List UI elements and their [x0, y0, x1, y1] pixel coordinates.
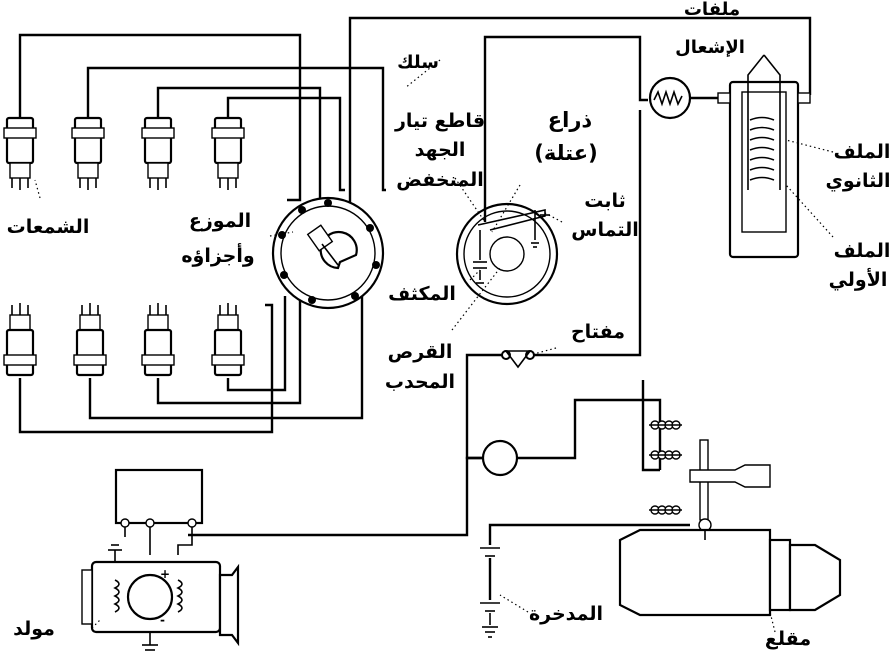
generator: + - [81, 544, 240, 651]
label-switch: مفتاح [571, 321, 625, 343]
label-spark-plugs: الشمعات [7, 216, 90, 238]
voltage-regulator [114, 468, 204, 555]
label-cam-1: القرص [388, 341, 453, 363]
label-contact-1: ثابت [584, 190, 626, 212]
distributor [271, 196, 385, 310]
labels: ملفات الإشعال سلك قاطع تيار الجهد المنخف… [7, 0, 891, 650]
label-low-voltage-2: المنخفض [396, 169, 483, 191]
label-distributor-2: وأجزاؤه [181, 243, 254, 267]
spark-plug [211, 116, 245, 190]
spark-plug [73, 303, 107, 377]
label-generator: مولد [13, 618, 55, 640]
label-low-voltage-1: الجهد [415, 139, 466, 161]
spark-plug-wires [18, 16, 812, 434]
label-secondary-2: الثانوي [826, 170, 891, 193]
battery [480, 523, 690, 638]
starter-motor [618, 528, 842, 617]
leader-lines [34, 59, 834, 633]
spark-plug [141, 303, 175, 377]
label-secondary-1: الملف [834, 141, 891, 163]
label-primary-1: الملف [834, 240, 891, 262]
label-arm-2: (عتلة) [534, 141, 597, 165]
regulator-relays [649, 420, 771, 532]
spark-plugs-bottom [3, 303, 245, 377]
label-condenser: المكثف [388, 283, 456, 305]
main-wiring [188, 380, 662, 537]
label-primary-2: الأولي [829, 268, 888, 291]
label-starter: مقلع [765, 628, 811, 650]
label-ignition: الإشعال [675, 37, 745, 58]
spark-plugs-top [3, 116, 245, 190]
label-cam-2: المحدب [385, 371, 455, 393]
label-breaker: قاطع تيار [394, 110, 485, 132]
svg-text:+: + [160, 567, 170, 581]
spark-plug [3, 303, 37, 377]
ignition-coil [530, 54, 811, 357]
label-wire: سلك [397, 52, 439, 73]
contact-breaker [455, 35, 648, 306]
spark-plug [211, 303, 245, 377]
label-battery: المدخرة [529, 603, 603, 625]
spark-plug [3, 116, 37, 190]
label-coils: ملفات [684, 0, 740, 20]
spark-plug [71, 116, 105, 190]
label-distributor-1: الموزع [189, 210, 251, 232]
label-contact-2: التماس [571, 219, 639, 241]
spark-plug [141, 116, 175, 190]
label-arm-1: ذراع [548, 108, 593, 132]
svg-text:-: - [160, 613, 165, 627]
